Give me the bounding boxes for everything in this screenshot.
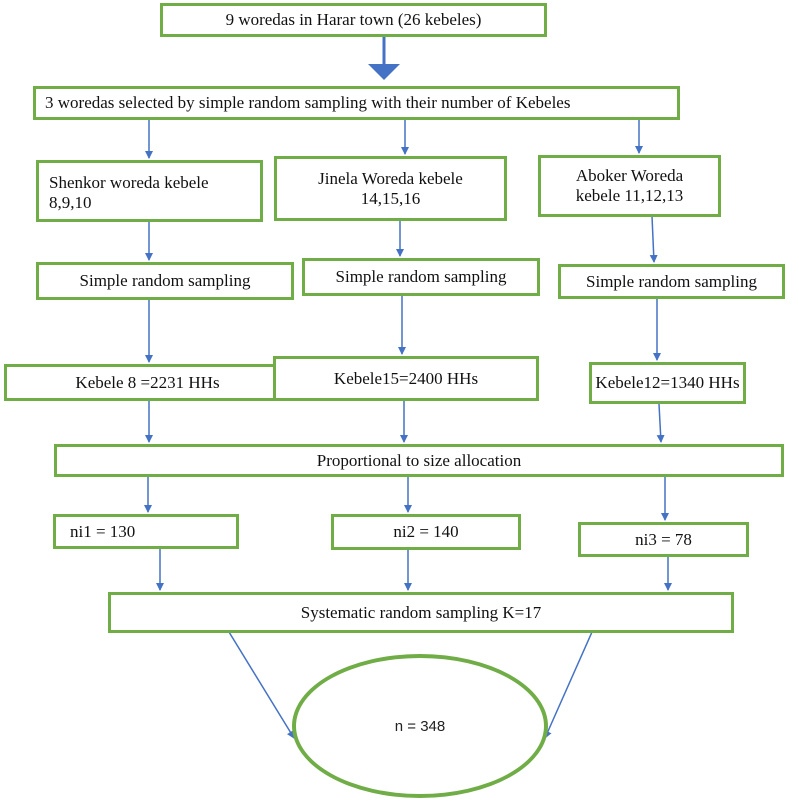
total-sample-ellipse: n = 348 (292, 654, 548, 798)
jinela-woreda-name: Jinela Woreda kebele (318, 168, 463, 188)
jinela-woreda-kebeles: 14,15,16 (360, 188, 421, 208)
shenkor-sampling-box: Simple random sampling (36, 262, 294, 300)
proportional-allocation-box: Proportional to size allocation (54, 444, 784, 477)
kebele-12-label: Kebele12=1340 HHs (595, 373, 740, 392)
total-sample-label: n = 348 (394, 717, 446, 735)
kebele-15-box: Kebele15=2400 HHs (273, 356, 539, 401)
jinela-woreda-box: Jinela Woreda kebele 14,15,16 (274, 156, 507, 221)
ni3-label: ni3 = 78 (635, 529, 692, 549)
kebele-8-box: Kebele 8 =2231 HHs (4, 364, 291, 401)
aboker-sampling-label: Simple random sampling (586, 271, 757, 291)
aboker-woreda-name: Aboker Woreda (575, 166, 684, 185)
shenkor-sampling-label: Simple random sampling (79, 271, 251, 290)
ni1-box: ni1 = 130 (53, 514, 239, 549)
shenkor-woreda-box: Shenkor woreda kebele 8,9,10 (36, 160, 263, 222)
woreda-selection-label: 3 woredas selected by simple random samp… (45, 93, 571, 112)
aboker-woreda-kebeles: kebele 11,12,13 (575, 186, 684, 205)
proportional-allocation-label: Proportional to size allocation (316, 450, 522, 470)
systematic-sampling-label: Systematic random sampling K=17 (300, 602, 542, 622)
ni2-label: ni2 = 140 (393, 522, 459, 541)
aboker-sampling-box: Simple random sampling (558, 264, 785, 299)
harar-town-label: 9 woredas in Harar town (26 kebeles) (225, 10, 482, 29)
shenkor-woreda-name: Shenkor woreda kebele (49, 173, 209, 192)
harar-town-box: 9 woredas in Harar town (26 kebeles) (160, 3, 547, 37)
systematic-sampling-box: Systematic random sampling K=17 (108, 592, 734, 633)
jinela-sampling-box: Simple random sampling (302, 258, 540, 296)
woreda-selection-box: 3 woredas selected by simple random samp… (33, 86, 680, 120)
ni1-label: ni1 = 130 (70, 521, 136, 541)
aboker-woreda-box: Aboker Woreda kebele 11,12,13 (538, 155, 721, 217)
main-down-arrow (368, 64, 400, 80)
jinela-sampling-label: Simple random sampling (335, 267, 507, 286)
kebele-12-box: Kebele12=1340 HHs (589, 362, 746, 404)
ni3-box: ni3 = 78 (578, 522, 749, 557)
ni2-box: ni2 = 140 (331, 514, 521, 550)
shenkor-woreda-kebeles: 8,9,10 (49, 193, 92, 212)
kebele-8-label: Kebele 8 =2231 HHs (75, 372, 220, 392)
kebele-15-label: Kebele15=2400 HHs (333, 368, 479, 388)
